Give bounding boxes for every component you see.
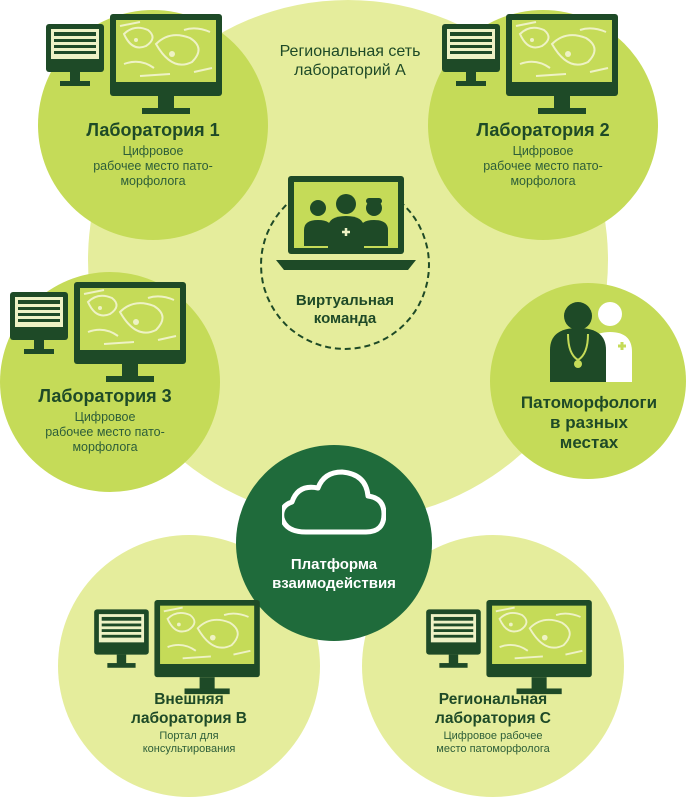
lab-c-workstation-icon (425, 600, 593, 696)
lab3-subtitle: Цифровое рабочее место пато- морфолога (45, 410, 165, 454)
pathologists-title: Патоморфологи в разных местах (520, 393, 658, 452)
lab-b-subtitle: Портал для консультирования (142, 730, 236, 755)
lab-c-title: Региональная лаборатория С (435, 691, 551, 727)
cloud-icon (282, 469, 386, 535)
platform-title: Платформа взаимодействия (272, 556, 396, 592)
pathologists-icon (550, 302, 632, 382)
lab3-title: Лаборатория 3 (38, 386, 172, 406)
lab2-subtitle: Цифровое рабочее место пато- морфолога (483, 144, 603, 188)
laptop-team-icon (276, 176, 416, 270)
platform-circle (236, 445, 432, 641)
lab1-title: Лаборатория 1 (86, 120, 220, 140)
lab-c-subtitle: Цифровое рабочее место патоморфолога (436, 730, 550, 755)
lab2-workstation-icon (441, 14, 619, 115)
lab-b-workstation-icon (93, 600, 261, 696)
lab1-workstation-icon (45, 14, 223, 115)
lab3-workstation-icon (9, 282, 187, 383)
virtual-team-title: Виртуальная команда (295, 292, 395, 327)
lab2-title: Лаборатория 2 (476, 120, 610, 140)
lab-b-title: Внешняя лаборатория В (131, 691, 247, 727)
network-title: Региональная сеть лабораторий А (279, 43, 421, 79)
lab1-subtitle: Цифровое рабочее место пато- морфолога (93, 144, 213, 188)
